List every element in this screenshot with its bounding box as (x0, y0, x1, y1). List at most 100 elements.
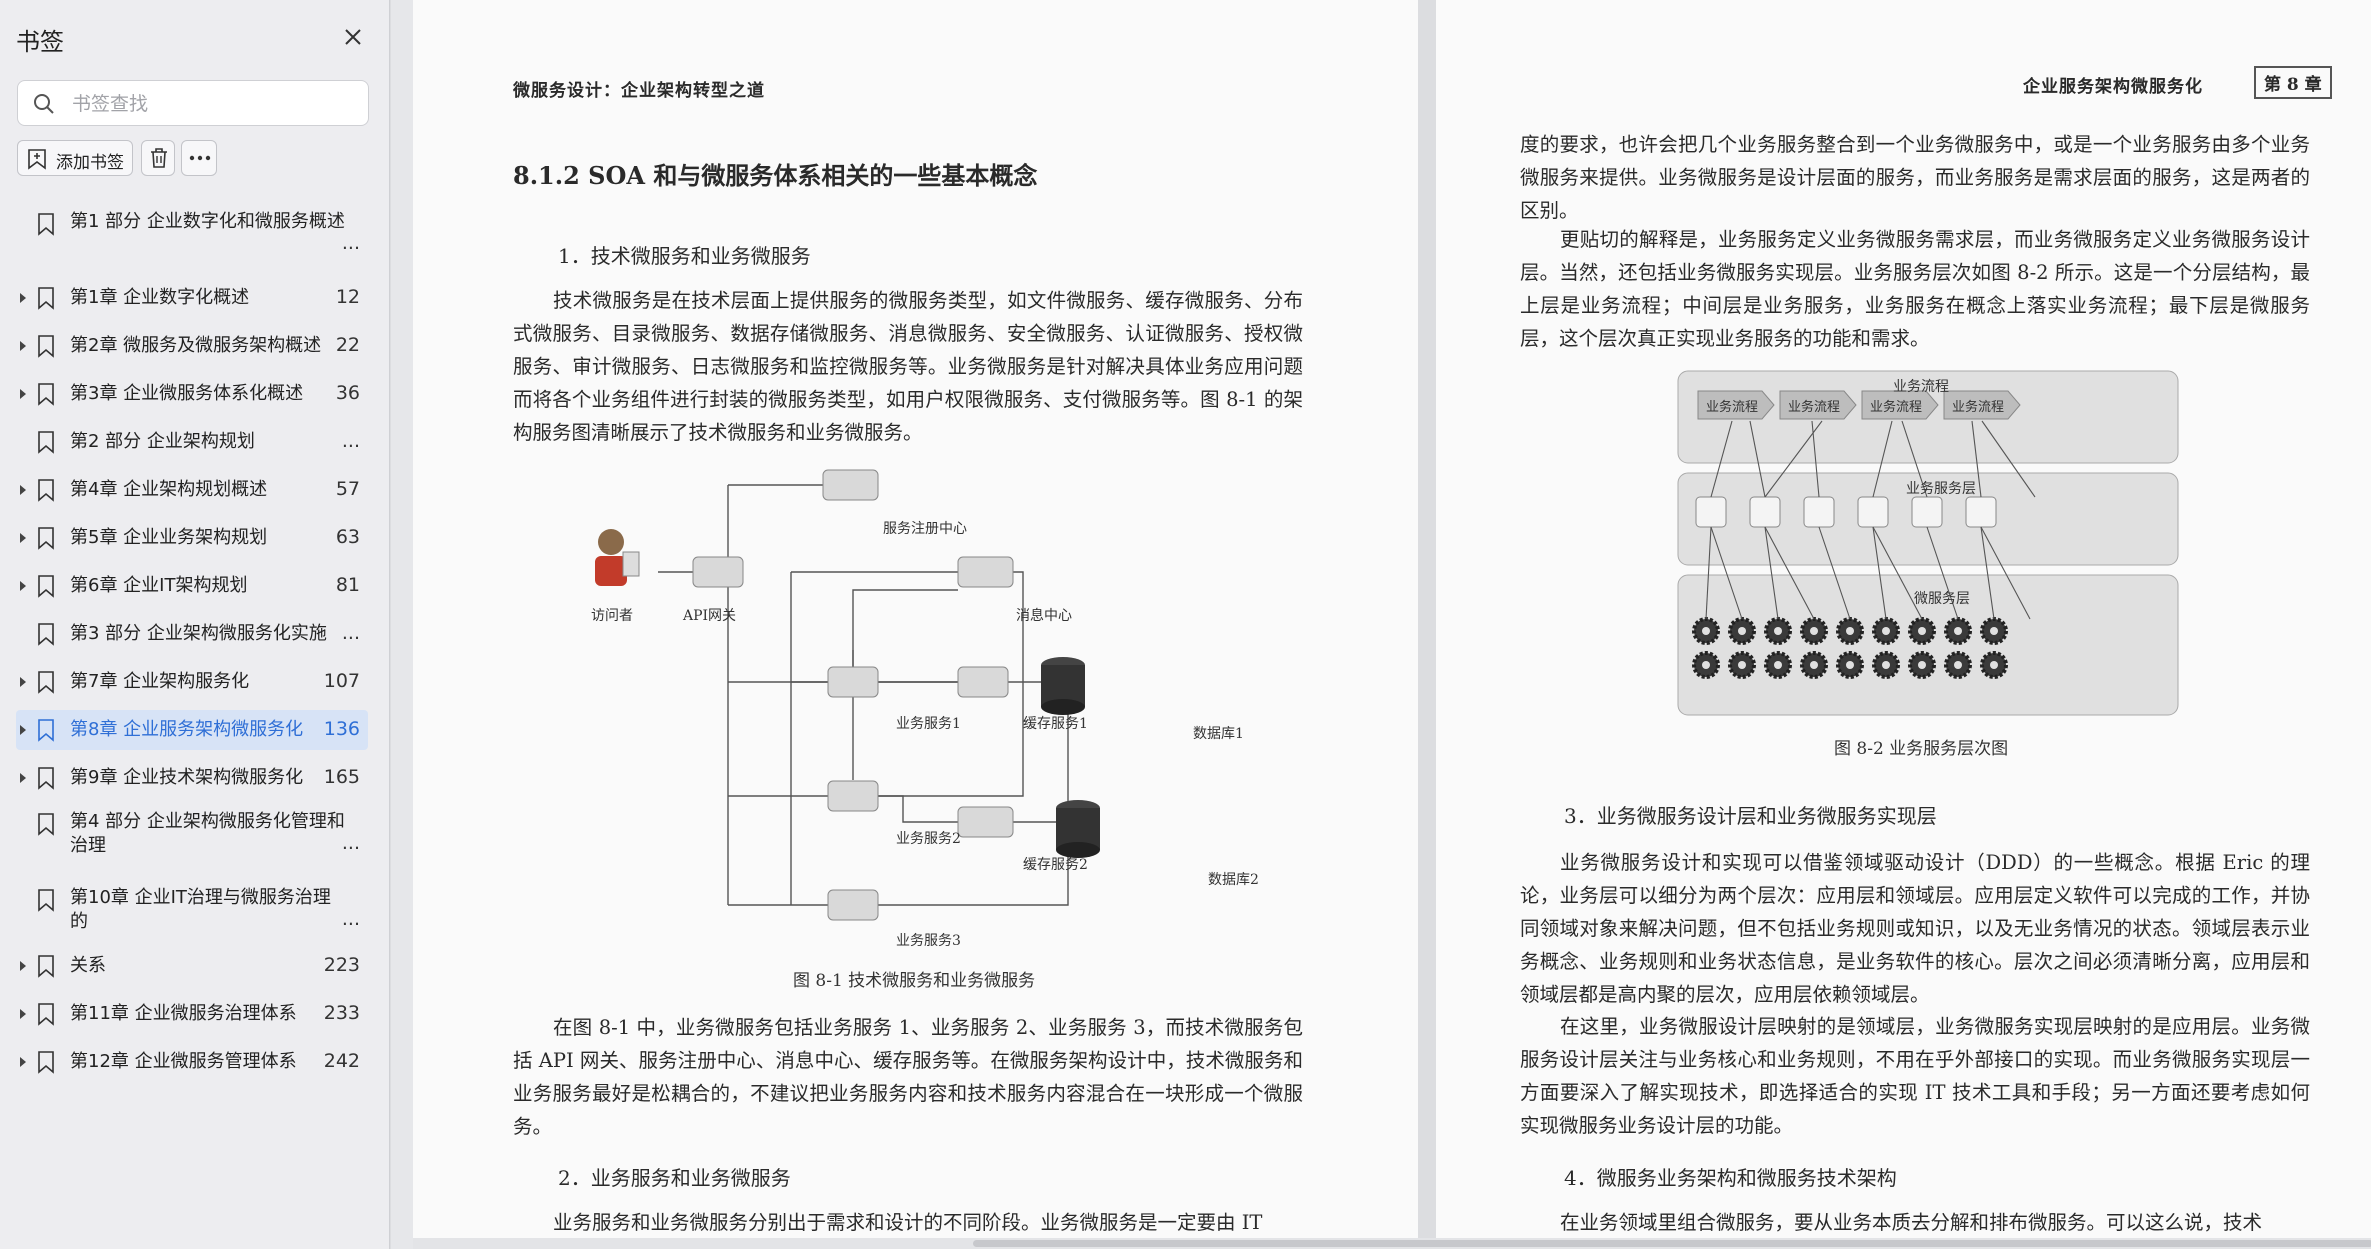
bookmark-item[interactable]: 第4章 企业架构规划概述 57 (16, 470, 368, 510)
bookmark-icon (38, 527, 54, 550)
expand-arrow-icon[interactable] (20, 1057, 26, 1067)
service-box (1857, 496, 1889, 528)
add-bookmark-button[interactable]: 添加书签 (17, 140, 133, 176)
biz-service-3-icon (827, 889, 879, 921)
database-2-icon (1056, 800, 1100, 858)
bookmark-page-number: 63 (335, 526, 360, 548)
link-line (1705, 526, 1712, 620)
subsection-title-4: 4．微服务业务架构和微服务技术架构 (1564, 1166, 1897, 1190)
expand-arrow-icon[interactable] (20, 485, 26, 495)
bookmark-item[interactable]: 第10章 企业IT治理与微服务治理的... (16, 882, 368, 938)
visitor-icon (595, 529, 640, 586)
expand-arrow-icon[interactable] (20, 961, 26, 971)
expand-arrow-icon[interactable] (20, 389, 26, 399)
sidebar-scrollbar[interactable] (391, 0, 413, 1249)
trash-icon (151, 148, 167, 168)
link-line (1981, 420, 2036, 498)
bookmark-page-number: ... (341, 832, 360, 854)
bookmark-item[interactable]: 第11章 企业微服务治理体系 233 (16, 994, 368, 1034)
diagram-label-biz2: 业务服务2 (896, 831, 961, 847)
biz-service-1-icon (827, 666, 879, 698)
bookmark-page-number: 223 (323, 954, 360, 976)
add-bookmark-label: 添加书签 (56, 153, 124, 173)
bookmark-search[interactable] (17, 80, 369, 126)
bookmark-label: 第12章 企业微服务管理体系 (70, 1051, 297, 1072)
bookmark-label: 第4章 企业架构规划概述 (70, 479, 268, 500)
gear-hub (1738, 627, 1746, 635)
gear-hub (1846, 661, 1854, 669)
bookmark-icon (38, 213, 54, 236)
layer-label-process: 业务流程 (1893, 379, 1949, 395)
link-line (1764, 420, 1823, 498)
more-icon (189, 155, 211, 161)
bookmark-label: 第5章 企业业务架构规划 (70, 527, 268, 548)
add-bookmark-icon (28, 149, 46, 170)
expand-arrow-icon[interactable] (20, 1009, 26, 1019)
bookmark-page-number: 57 (335, 478, 360, 500)
bookmark-icon (38, 889, 54, 912)
gear-hub (1882, 627, 1890, 635)
expand-arrow-icon[interactable] (20, 725, 26, 735)
bookmark-page-number: 242 (323, 1050, 360, 1072)
sidebar-header: 书签 (0, 0, 389, 76)
figure-8-1-diagram (595, 469, 1100, 921)
search-icon (34, 94, 54, 114)
bookmark-page-number: ... (341, 430, 360, 452)
paragraph-r1: 度的要求，也许会把几个业务服务整合到一个业务微服务中，或是一个业务服务由多个业务… (1520, 133, 2310, 222)
more-options-button[interactable] (181, 140, 217, 176)
horizontal-scrollbar[interactable] (413, 1238, 2371, 1249)
paragraph-3: 业务服务和业务微服务分别出于需求和设计的不同阶段。业务微服务是一定要由 IT (553, 1211, 1263, 1234)
expand-arrow-icon[interactable] (20, 533, 26, 543)
service-box (1911, 496, 1943, 528)
expand-arrow-icon[interactable] (20, 293, 26, 303)
expand-arrow-icon[interactable] (20, 773, 26, 783)
bookmark-item[interactable]: 第2 部分 企业架构规划... (16, 422, 368, 462)
service-box (1803, 496, 1835, 528)
expand-arrow-icon[interactable] (20, 341, 26, 351)
biz-service-2-icon (827, 780, 879, 812)
link-line (1926, 526, 1959, 620)
bookmark-label: 第1 部分 企业数字化和微服务概述 (70, 211, 345, 232)
horizontal-scrollbar-thumb[interactable] (973, 1240, 2371, 1247)
link-line (1764, 526, 1815, 620)
bookmark-label: 第3 部分 企业架构微服务化实施 (70, 623, 327, 644)
bookmark-item[interactable]: 第4 部分 企业架构微服务化管理和治理... (16, 806, 368, 862)
bookmark-page-number: 233 (323, 1002, 360, 1024)
bookmark-icon (38, 623, 54, 646)
delete-bookmark-button[interactable] (141, 140, 175, 176)
bookmark-label: 第11章 企业微服务治理体系 (70, 1003, 297, 1024)
bookmark-icon (38, 575, 54, 598)
bookmark-icon (38, 813, 54, 836)
bookmark-item[interactable]: 第1 部分 企业数字化和微服务概述... (16, 206, 368, 262)
bookmark-item[interactable]: 关系 223 (16, 946, 368, 986)
bookmark-search-input[interactable] (70, 89, 354, 119)
bookmark-item[interactable]: 第12章 企业微服务管理体系 242 (16, 1042, 368, 1082)
link-line (1971, 420, 1982, 498)
gear-hub (1774, 627, 1782, 635)
bookmark-item[interactable]: 第5章 企业业务架构规划 63 (16, 518, 368, 558)
close-icon[interactable] (338, 22, 368, 52)
registry-icon (822, 469, 879, 501)
gear-hub (1990, 661, 1998, 669)
link-line (1764, 526, 1779, 620)
link-line (1749, 420, 1766, 498)
gear-hub (1918, 661, 1926, 669)
expand-arrow-icon[interactable] (20, 677, 26, 687)
bookmark-label: 关系 (70, 955, 106, 976)
expand-arrow-icon[interactable] (20, 581, 26, 591)
link-line (1818, 526, 1851, 620)
bookmark-icon (38, 335, 54, 358)
bookmark-label: 第8章 企业服务架构微服务化 (70, 719, 304, 740)
bookmark-label: 第2 部分 企业架构规划 (70, 431, 255, 452)
link-line (1872, 526, 1887, 620)
bookmark-item[interactable]: 第3 部分 企业架构微服务化实施... (16, 614, 368, 654)
service-box (1695, 496, 1727, 528)
api-gateway-icon (692, 556, 744, 588)
